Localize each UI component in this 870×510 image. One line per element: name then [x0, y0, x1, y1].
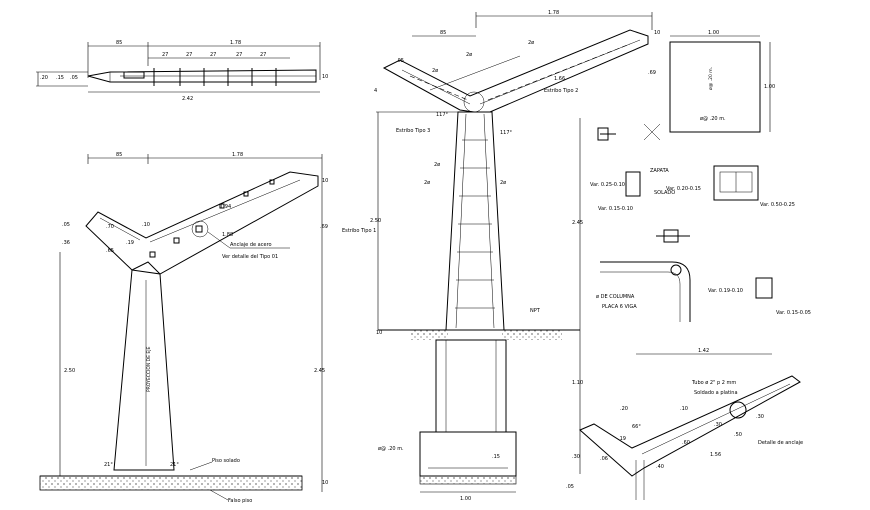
- r-d60: .60: [682, 440, 690, 446]
- r-det-ancla: Detalle de anclaje: [758, 440, 803, 446]
- r-var3: Var. 0.20-0.15: [666, 186, 701, 192]
- c-d05b: .05: [566, 484, 574, 490]
- c-d250: 2.50: [370, 218, 381, 224]
- tl-dim-left-c: .05: [70, 75, 78, 81]
- tl-bar-4: 27: [236, 52, 242, 58]
- le-dr10: 10: [322, 178, 328, 184]
- r-d30: .30: [756, 414, 764, 420]
- bar-callouts: 2ø 2ø 2ø 2ø 2ø 2ø: [424, 40, 534, 186]
- c-d4: 4: [374, 88, 377, 94]
- c-estribo3: Estribo Tipo 3: [396, 128, 430, 134]
- c-d10: 10: [654, 30, 660, 36]
- le-note-anclaje: Anclaje de acero: [230, 242, 272, 248]
- le-d94: 1.94: [220, 204, 231, 210]
- le-axis-label: PROYECCION DE EJE: [146, 346, 152, 392]
- le-drb10: 10: [322, 480, 328, 486]
- r-sq-side: ø@ .20 m.: [708, 67, 714, 90]
- c-bar-e: 2ø: [500, 180, 506, 186]
- le-dim-b: 1.78: [232, 152, 243, 158]
- c-d66: 1.66: [554, 76, 565, 82]
- le-d19: .19: [126, 240, 134, 246]
- tl-bar-5: 27: [260, 52, 266, 58]
- c-d100: 1.00: [460, 496, 471, 502]
- r-d30b: .30: [714, 422, 722, 428]
- tl-bar-2: 27: [186, 52, 192, 58]
- left-elevation: 85 1.78 PROYECCION DE EJE .05 .70 .10 .3…: [39, 152, 328, 504]
- c-d15: .15: [492, 454, 500, 460]
- c-ang-117a: 117°: [436, 112, 449, 118]
- c-estribo1: Estribo Tipo 1: [342, 228, 376, 234]
- right-details: 1.00 1.00 ø@ .20 m. ø@ .20 m. Var. 0.25-…: [579, 30, 811, 500]
- c-bar-f: 2ø: [466, 52, 472, 58]
- r-var2: Var. 0.15-0.10: [598, 206, 633, 212]
- r-det-soldado: Soldado a platina: [694, 390, 738, 396]
- r-d10: .10: [680, 406, 688, 412]
- le-d250: 2.50: [64, 368, 75, 374]
- tl-bar-1: 27: [162, 52, 168, 58]
- r-zapata: ZAPATA: [650, 168, 669, 174]
- tl-dim-a: 85: [116, 40, 122, 46]
- tl-bar-3: 27: [210, 52, 216, 58]
- le-d70: .70: [106, 224, 114, 230]
- c-bar-a: 2ø: [528, 40, 534, 46]
- le-d05: .05: [62, 222, 70, 228]
- c-d05: .05: [396, 58, 404, 64]
- le-dim-a: 85: [116, 152, 122, 158]
- le-d88: 1.88: [222, 232, 233, 238]
- c-ang-117b: 117°: [500, 130, 513, 136]
- r-det-w: 1.42: [698, 348, 709, 354]
- c-d10b: 10: [376, 330, 382, 336]
- le-ang-b: 21°: [170, 462, 179, 468]
- r-var5: Var. 0.19-0.10: [708, 288, 743, 294]
- r-col-b: PLACA 6 VIGA: [602, 304, 637, 310]
- r-det-tubo: Tubo ø 2" p 2 mm: [691, 380, 736, 386]
- le-d36: .36: [62, 240, 70, 246]
- tl-dim-b: 1.78: [230, 40, 241, 46]
- top-plan-view: 85 1.78 27 27 27 27 27 .20 .15 .05 10 2.…: [36, 40, 328, 102]
- c-bar-d: 2ø: [424, 180, 430, 186]
- c-bar-c: 2ø: [434, 162, 440, 168]
- r-solado: SOLADO: [654, 190, 675, 196]
- le-note-detalle: Ver detalle del Tipo 01: [222, 254, 278, 260]
- le-d65: .65: [106, 248, 114, 254]
- r-sq-h: 1.00: [764, 84, 775, 90]
- r-d06: .06: [600, 456, 608, 462]
- r-d40: .40: [656, 464, 664, 470]
- c-bar-b: 2ø: [432, 68, 438, 74]
- trunk-stirrups: [455, 139, 495, 309]
- r-var6: Var. 0.15-0.05: [776, 310, 811, 316]
- center-section: 1.78 85 10 .05 .69 1.66 4 Estribo Tipo 2…: [342, 10, 660, 502]
- c-d110: 1.10: [572, 380, 583, 386]
- le-note-solado: Piso solado: [212, 458, 240, 464]
- c-d178: 1.78: [548, 10, 559, 16]
- c-npt: NPT: [530, 308, 541, 314]
- r-col-a: ø DE COLUMNA: [596, 294, 635, 300]
- r-d156: 1.56: [710, 452, 721, 458]
- tl-ticks: [153, 68, 277, 86]
- tl-dim-bottom: 2.42: [182, 96, 193, 102]
- r-d50: .50: [734, 432, 742, 438]
- c-zap-bar: ø@ .20 m.: [378, 446, 404, 452]
- r-d20: .20: [620, 406, 628, 412]
- r-sq-note: ø@ .20 m.: [700, 116, 726, 122]
- r-d19: .19: [618, 436, 626, 442]
- le-d245: 2.45: [314, 368, 325, 374]
- c-d85: 85: [440, 30, 446, 36]
- r-var4: Var. 0.50-0.25: [760, 202, 795, 208]
- c-estribo2: Estribo Tipo 2: [544, 88, 578, 94]
- le-note-falso: Falso piso: [228, 498, 252, 504]
- tl-dim-right: 10: [322, 74, 328, 80]
- r-var1: Var. 0.25-0.10: [590, 182, 625, 188]
- tl-dim-left-a: .20: [40, 75, 48, 81]
- c-d30: .30: [572, 454, 580, 460]
- r-sq-w: 1.00: [708, 30, 719, 36]
- le-d10: .10: [142, 222, 150, 228]
- c-d69: .69: [648, 70, 656, 76]
- le-d69: .69: [320, 224, 328, 230]
- r-ang: 66°: [632, 424, 641, 430]
- c-d245: 2.45: [572, 220, 583, 226]
- tl-dim-left-b: .15: [56, 75, 64, 81]
- le-ang-a: 21°: [104, 462, 113, 468]
